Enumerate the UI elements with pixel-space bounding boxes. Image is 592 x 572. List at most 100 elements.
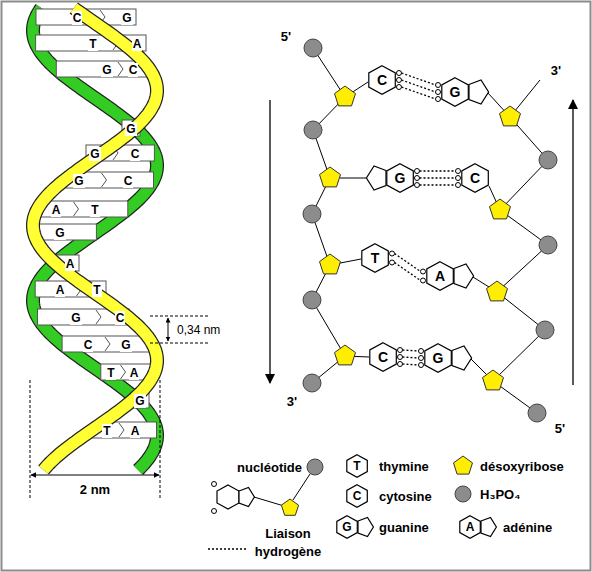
phosphate-symbol (303, 205, 321, 223)
dimension-label: 0,34 nm (176, 323, 221, 337)
hydrogen-bond (415, 176, 461, 181)
phosphate-symbol (304, 121, 322, 139)
yellow-strand (33, 8, 157, 470)
bond-line (395, 263, 421, 281)
bond-line (402, 73, 436, 85)
base-hexagon: C (369, 342, 397, 372)
base-letter: A (51, 203, 62, 217)
hexagon-shape (347, 455, 368, 478)
legend-holder: cytosine (379, 487, 432, 505)
label-holder: C (115, 308, 126, 326)
hydrogen-bond (398, 348, 424, 354)
purine-ring (452, 346, 472, 370)
label-holder: T (90, 200, 99, 218)
base-pair-bar (62, 336, 152, 352)
label-holder: G (120, 335, 131, 353)
hexagon-shape (442, 78, 469, 107)
base-hexagon: T (346, 454, 368, 478)
label-holder: G (101, 60, 112, 78)
base-pair-bar (38, 309, 130, 325)
bond-line (420, 184, 456, 185)
legend-text: cytosine (379, 489, 432, 504)
atom-dot (397, 85, 402, 90)
atom-dot (398, 348, 403, 353)
backbone (293, 474, 310, 500)
pair-joint (74, 202, 79, 216)
direction-arrow (269, 100, 270, 383)
base-letter: T (102, 424, 111, 438)
pair-joint (119, 423, 124, 437)
hexagon-shape (362, 244, 389, 272)
direction-arrow (572, 100, 573, 385)
bond-line (402, 87, 436, 99)
base-letter: T (106, 366, 115, 380)
base-letter: G (342, 521, 351, 533)
base-letter: A (65, 257, 76, 271)
base-hexagon: G (424, 343, 452, 373)
base-letter: G (89, 147, 100, 161)
base-letter: G (70, 311, 81, 325)
label-holder: 2 nm (80, 480, 110, 498)
base-letter: C (130, 147, 141, 161)
legend-holder: adénine (503, 518, 552, 536)
purine-ring (239, 487, 254, 506)
base-hexagon: C (346, 484, 368, 508)
label-holder: G (134, 391, 145, 409)
phosphate-symbol (303, 374, 321, 392)
glycosidic-bond (254, 497, 284, 506)
label-holder: G (89, 144, 100, 162)
deoxyribose-symbol (281, 499, 298, 515)
bond-line (395, 254, 421, 272)
hexagon-shape (347, 485, 368, 508)
purine-ring (454, 264, 474, 288)
label-holder: C (130, 144, 141, 162)
green-strand (33, 8, 157, 470)
label-holder: G (121, 8, 132, 26)
label-holder: 0,34 nm (176, 320, 221, 338)
legend-text: guanine (379, 520, 429, 535)
purine-ring (358, 517, 373, 536)
dimension-label: 2 nm (80, 482, 110, 497)
label-holder: C (128, 60, 139, 78)
phosphate-symbol (539, 236, 557, 254)
dimension-line (150, 343, 210, 344)
label-holder: T (92, 280, 101, 298)
base-letter: G (125, 122, 136, 136)
base-letter: G (433, 351, 444, 365)
base-hexagon: G (336, 515, 358, 539)
hexagon-shape (370, 343, 397, 372)
base-letter: A (130, 424, 141, 438)
atom-dot (415, 169, 420, 174)
base-letter: C (128, 63, 139, 77)
base-letter: A (55, 283, 66, 297)
base-letter: G (101, 63, 112, 77)
dimension-line (150, 316, 210, 317)
legend-holder: thymine (379, 457, 429, 475)
atom-dot (415, 183, 420, 188)
base-hexagon: A (426, 261, 454, 291)
phosphate-symbol (304, 39, 322, 57)
base-letter: G (54, 226, 65, 240)
base-letter: C (377, 73, 387, 87)
hexagon-shape (387, 164, 414, 193)
atom-dot (436, 83, 441, 88)
label-holder: G (54, 223, 65, 241)
strand-end-label: 5' (555, 421, 565, 436)
atom-dot (456, 169, 461, 174)
bond-line (403, 350, 419, 351)
strand-end-label: 5' (281, 29, 291, 44)
label-holder: 5' (555, 419, 565, 437)
label-holder: A (130, 421, 141, 439)
base-letter: C (72, 11, 83, 25)
label-holder: G (70, 308, 81, 326)
deoxyribose-symbol (335, 86, 356, 106)
base-letter: G (134, 394, 145, 408)
atom-dot (456, 183, 461, 188)
base-letter: C (470, 171, 480, 185)
label-holder: A (132, 34, 143, 52)
pair-joint (105, 337, 110, 351)
legend-text: nucléotide (237, 460, 302, 475)
label-holder: 3' (551, 61, 561, 79)
purine-ring (366, 166, 386, 190)
atom-dot (397, 71, 402, 76)
